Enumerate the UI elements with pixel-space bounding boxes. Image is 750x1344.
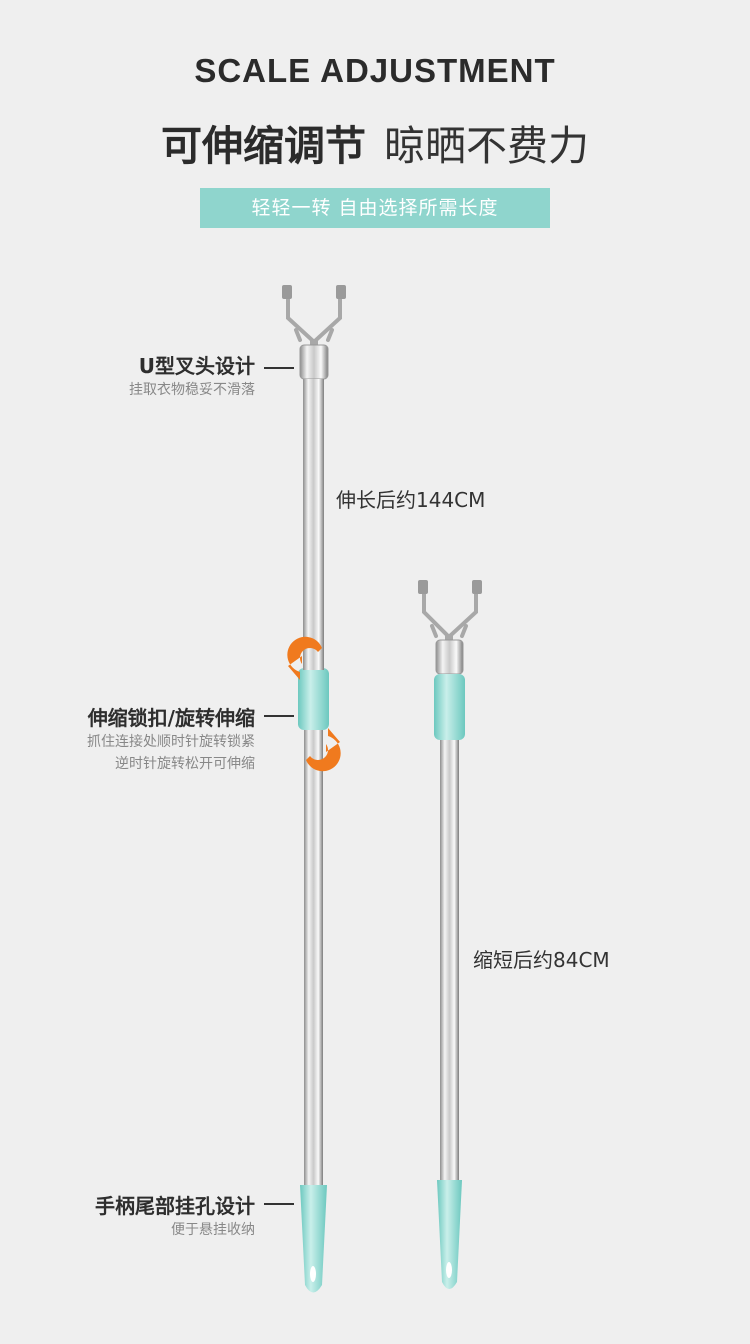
length-shortened: 缩短后约84CM — [473, 948, 610, 972]
hang-hole-right — [446, 1262, 452, 1278]
fork-tip-left-a — [282, 285, 292, 299]
lower-tube-left — [304, 730, 323, 1190]
annotation-handle: 手柄尾部挂孔设计 便于悬挂收纳 — [95, 1190, 255, 1241]
title-chinese: 可伸缩调节晾晒不费力 — [0, 112, 750, 172]
leader-line-lock — [264, 715, 294, 717]
hang-hole-left — [310, 1266, 316, 1282]
rotate-arrow-top-icon — [287, 636, 322, 680]
title-english: SCALE ADJUSTMENT — [194, 52, 556, 89]
leader-line-handle — [264, 1203, 294, 1205]
length-extended: 伸长后约144CM — [336, 488, 486, 512]
leader-line-fork — [264, 367, 294, 369]
title-chinese-light: 晾晒不费力 — [384, 122, 589, 170]
rotate-arrow-bottom-icon — [306, 728, 341, 772]
annotation-handle-sub: 便于悬挂收纳 — [171, 1222, 255, 1238]
extended-pole — [282, 285, 346, 1293]
annotation-handle-title: 手柄尾部挂孔设计 — [95, 1194, 255, 1218]
handle-left — [300, 1185, 327, 1293]
lock-collar-left — [298, 668, 329, 730]
fork-collar-left — [299, 344, 329, 380]
tube-right — [440, 740, 459, 1185]
shortened-pole — [418, 580, 482, 1289]
annotation-lock: 伸缩锁扣/旋转伸缩 抓住连接处顺时针旋转锁紧 逆时针旋转松开可伸缩 — [87, 702, 255, 775]
subtitle-banner: 轻轻一转 自由选择所需长度 — [200, 188, 550, 228]
annotation-lock-sub2: 逆时针旋转松开可伸缩 — [115, 756, 255, 772]
fork-tip-left-b — [336, 285, 346, 299]
upper-tube-left — [303, 379, 324, 644]
lock-collar-right — [434, 674, 465, 740]
annotation-fork-sub: 挂取衣物稳妥不滑落 — [129, 382, 255, 398]
annotation-fork-title: U型叉头设计 — [138, 354, 255, 378]
rotate-arrows — [287, 636, 341, 772]
annotation-lock-sub1: 抓住连接处顺时针旋转锁紧 — [87, 734, 255, 750]
handle-right — [437, 1180, 462, 1289]
annotation-lock-title: 伸缩锁扣/旋转伸缩 — [87, 706, 255, 730]
title-chinese-bold: 可伸缩调节 — [161, 122, 366, 170]
annotation-fork: U型叉头设计 挂取衣物稳妥不滑落 — [129, 350, 255, 401]
